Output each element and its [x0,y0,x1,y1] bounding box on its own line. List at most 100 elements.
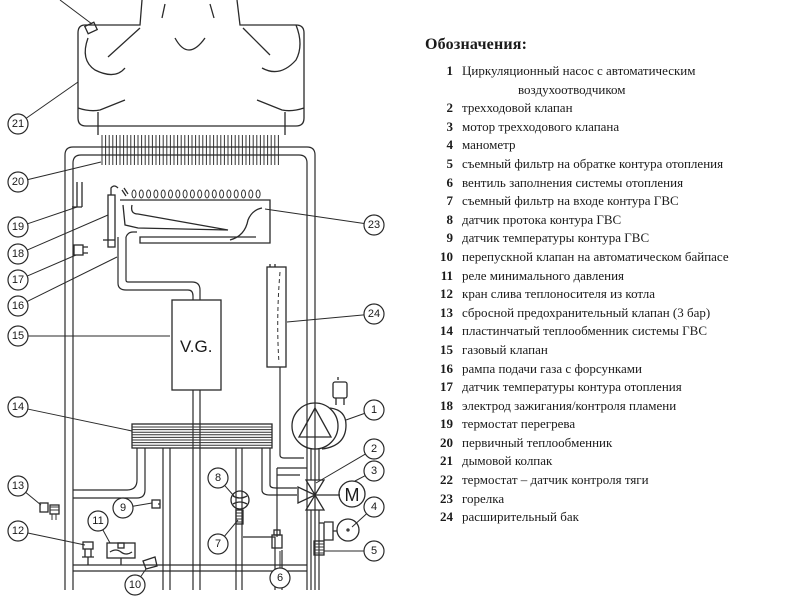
plate-heat-exchanger [131,423,273,449]
legend-item-text: перепускной клапан на автоматическом бай… [462,248,795,267]
legend-item: 10 перепускной клапан на автоматическом б… [425,248,795,267]
legend-item-number: 6 [446,174,454,190]
three-way-valve [297,449,340,590]
legend-item-label: рампа подачи газа с форсунками [462,360,642,376]
legend-item-number: 24 [440,509,453,525]
legend-title: Обозначения: [425,36,528,53]
gas-ramp [117,231,201,300]
legend-item-label: газовый клапан [462,341,548,357]
legend-item-number: 22 [440,472,453,488]
legend-item-label: датчик протока контура ГВС [462,211,622,227]
legend-item-text: вентиль заполнения системы отопления [462,174,795,193]
callout-5: 5 [324,540,385,562]
legend-item: 18 электрод зажигания/контроля пламени [425,397,795,416]
legend-item-text: датчик протока контура ГВС [462,211,795,230]
legend-item-number: 19 [440,416,453,432]
legend-item-label: пластинчатый теплообменник системы ГВС [462,323,708,339]
flame [160,189,166,199]
callout-leader [26,214,109,251]
legend-item-text: термостат перегрева [462,415,795,434]
callout-number: 7 [215,538,221,550]
burner [120,189,271,244]
legend-item: 6 вентиль заполнения системы отопления [425,174,795,193]
callout-circle [363,399,385,421]
min-pressure-relay [106,542,136,565]
callout-13: 13 [7,475,42,506]
callout-circle [7,171,29,193]
callout-10: 10 [124,568,147,596]
legend-item-number: 4 [446,137,454,153]
flame [189,189,195,199]
legend-item-number: 18 [440,397,453,413]
legend-item-text: реле минимального давления [462,267,795,286]
legend-item: 19 термостат перегрева [425,415,795,434]
callout-leader [354,475,366,482]
legend-item-number: 5 [446,155,454,171]
gas-valve-label: V.G. [180,337,212,356]
legend-item-label: Циркуляционный насос с автоматическим [462,63,696,78]
dhw-flow-sensor [230,490,250,510]
legend-item-number: 12 [440,286,453,302]
callout-circle [207,467,229,489]
callout-2: 2 [315,438,385,484]
legend-item: 24 расширительный бак [425,508,795,527]
flame [131,189,137,199]
legend-item-label: манометр [462,137,516,153]
primary-heat-exchanger [101,135,279,165]
callout-circle [363,496,385,518]
legend-item-text: первичный теплообменник [462,434,795,453]
legend-item-label: электрод зажигания/контроля пламени [462,397,677,413]
callout-leader [224,519,239,537]
callout-9: 9 [112,497,153,519]
flame [175,189,181,199]
callout-leader [286,314,365,323]
callout-7: 7 [207,519,239,555]
legend-item-number: 23 [440,490,453,506]
legend-item-number: 3 [446,118,454,134]
heating-circuit-pipes [64,146,316,590]
callout-leader [345,412,365,421]
legend-item-number: 10 [440,248,453,264]
callout-4: 4 [351,496,385,528]
legend-item-number: 7 [446,193,454,209]
callout-20: 20 [7,161,102,193]
legend-item: 4 манометр [425,136,795,155]
callout-circle [7,216,29,238]
valve-motor: M [338,480,366,508]
legend-item-number: 16 [440,360,453,376]
legend-item-text: расширительный бак [462,508,795,527]
callout-leader [25,491,42,506]
legend-item-number: 9 [446,230,454,246]
callout-circle [7,295,29,317]
flame [182,189,188,199]
callout-circle [7,113,29,135]
legend-item-number: 15 [440,341,453,357]
callout-number: 24 [368,308,380,320]
callout-number: 2 [371,443,377,455]
motor-label: M [345,485,360,505]
legend-item-label: кран слива теплоносителя из котла [462,286,656,302]
legend-item-label: трехходовой клапан [462,100,573,116]
callout-number: 16 [12,300,24,312]
legend-item-label: съемный фильтр на входе контура ГВС [462,193,679,209]
legend-item-label: термостат перегрева [462,416,576,432]
legend-item-label: сбросной предохранительный клапан (3 бар… [462,304,711,320]
callout-17: 17 [7,254,77,291]
legend-item-text: датчик температуры контура отопления [462,378,795,397]
legend-item-number: 21 [440,453,453,469]
callout-leader [264,208,365,225]
legend-item: 16 рампа подачи газа с форсунками [425,360,795,379]
callout-circle [363,214,385,236]
expansion-tank [266,264,304,459]
callout-number: 15 [12,330,24,342]
callout-16: 16 [7,256,118,317]
legend-item-label: дымовой колпак [462,453,553,469]
